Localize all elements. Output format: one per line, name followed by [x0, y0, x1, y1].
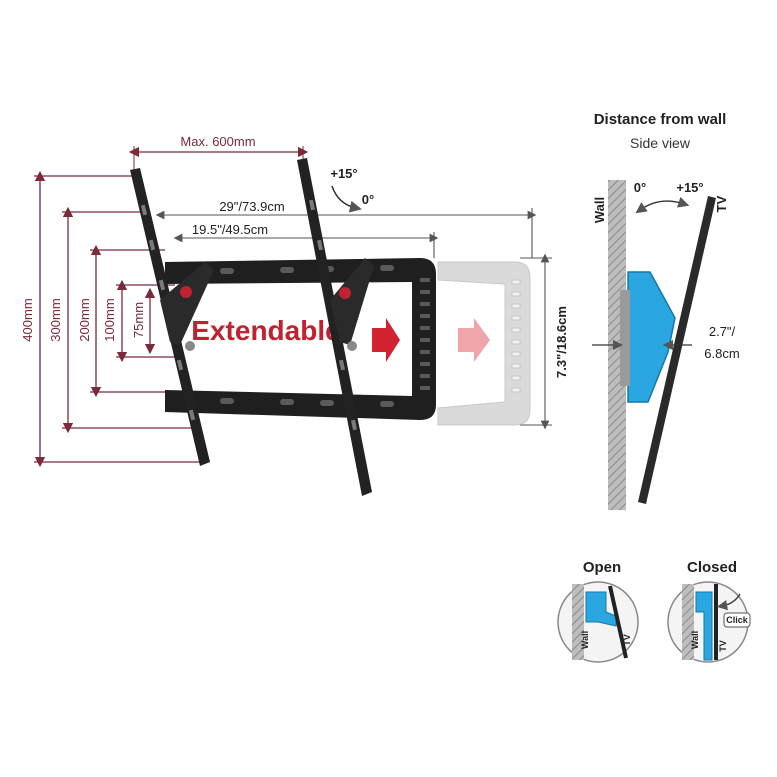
height-frame-label: 7.3"/18.6cm [554, 306, 569, 378]
extendable-label: Extendable [191, 315, 340, 346]
vesa-300-label: 300mm [48, 298, 63, 341]
width-base-label: 19.5"/49.5cm [192, 222, 268, 237]
vesa-200-label: 200mm [77, 298, 92, 341]
tilt-angle-arrow-icon [635, 196, 690, 214]
click-arrow-icon [716, 593, 741, 611]
tilt-plus-label: +15° [330, 166, 357, 181]
click-label: Click [726, 615, 749, 625]
open-wall-label: Wall [580, 631, 590, 649]
side-angle-zero: 0° [634, 180, 646, 195]
closed-label: Closed [687, 559, 737, 576]
side-distance-cm: 6.8cm [704, 346, 739, 361]
closed-tv-label: TV [718, 640, 728, 652]
extend-arrow-icon [372, 318, 400, 362]
side-view-title: Distance from wall [594, 111, 727, 128]
open-label: Open [583, 559, 621, 576]
side-angle-plus: +15° [676, 180, 703, 195]
tilt-arrow-icon [331, 185, 362, 213]
open-lock-circle [557, 581, 639, 663]
vesa-75-label: 75mm [131, 302, 146, 338]
max-width-label: Max. 600mm [180, 134, 255, 149]
ghost-extended-frame [437, 261, 531, 426]
closed-lock-circle [667, 581, 751, 663]
width-dimensions [155, 208, 537, 258]
tv-arm-right [297, 158, 374, 496]
ghost-arrow-icon [458, 318, 490, 362]
side-view-subtitle: Side view [630, 135, 691, 151]
tv-arm-left [130, 168, 214, 466]
vesa-dimension-lines [34, 170, 205, 468]
height-dimension [520, 253, 552, 430]
side-wall-label: Wall [592, 197, 607, 223]
vesa-100-label: 100mm [102, 298, 117, 341]
side-view-diagram [592, 180, 716, 510]
tilt-zero-label: 0° [362, 192, 374, 207]
vesa-400-label: 400mm [20, 298, 35, 341]
max-width-dimension [128, 146, 309, 172]
width-extended-label: 29"/73.9cm [219, 199, 284, 214]
closed-wall-label: Wall [690, 631, 700, 649]
side-tv-label: TV [714, 195, 729, 212]
side-distance-in: 2.7"/ [709, 324, 736, 339]
open-tv-label: TV [622, 634, 632, 646]
